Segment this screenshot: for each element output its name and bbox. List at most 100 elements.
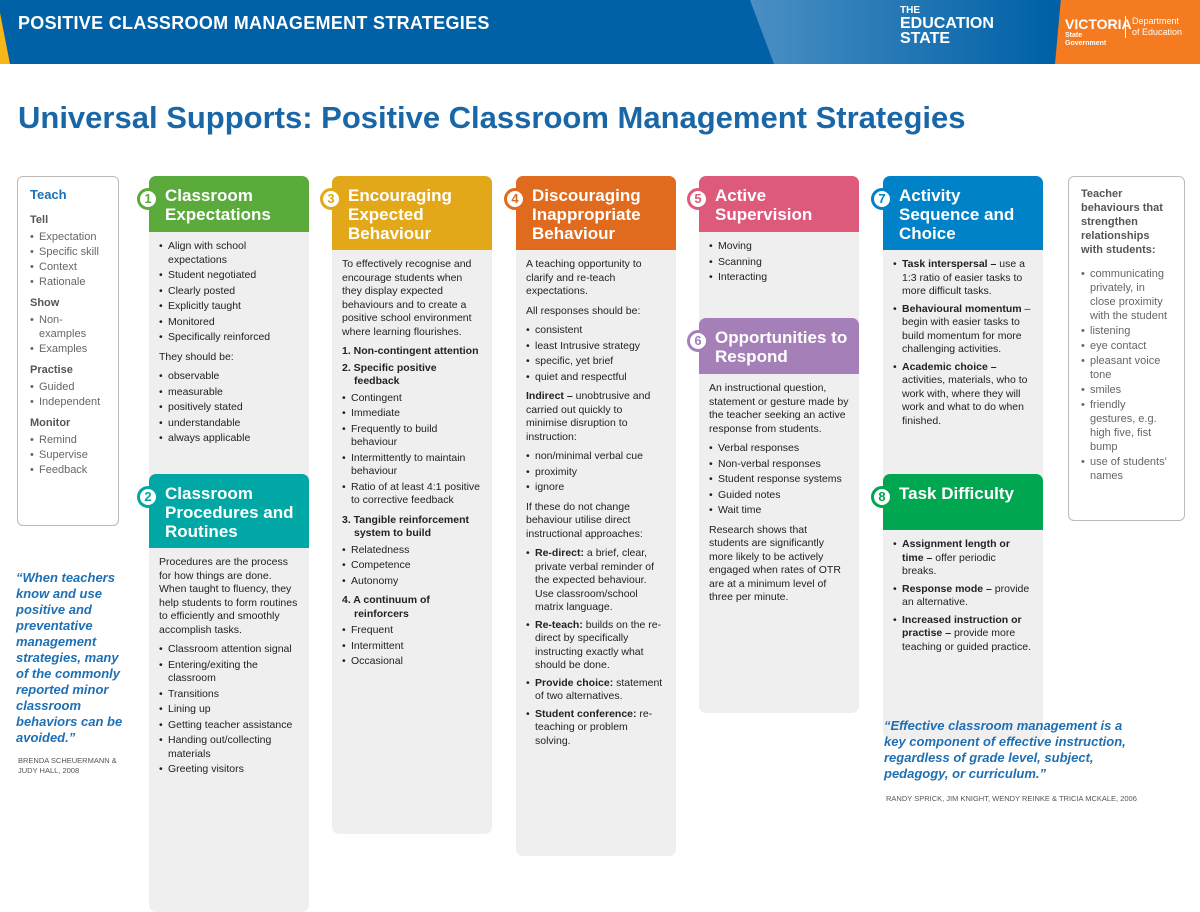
bold-lead: Academic choice – bbox=[902, 360, 997, 373]
card-body: MovingScanningInteracting bbox=[699, 232, 859, 301]
list-item: Clearly posted bbox=[159, 285, 299, 299]
banner-title: POSITIVE CLASSROOM MANAGEMENT STRATEGIES bbox=[18, 13, 490, 33]
card-number-badge: 6 bbox=[687, 330, 709, 352]
bold-lead: Increased instruction or practise – bbox=[902, 613, 1022, 640]
list-item-text: provide an alternative. bbox=[902, 582, 1030, 609]
card-list: Classroom attention signalEntering/exiti… bbox=[159, 643, 299, 777]
list-item: Relatedness bbox=[342, 544, 482, 558]
card-header: 7 Activity Sequence and Choice bbox=[871, 176, 1043, 250]
teach-item: Context bbox=[30, 260, 106, 274]
logo-education: EDUCATION bbox=[900, 15, 994, 32]
card-body: Assignment length or time – offer period… bbox=[883, 530, 1043, 670]
list-item: Specifically reinforced bbox=[159, 331, 299, 345]
teach-title: Teach bbox=[30, 187, 67, 202]
list-item: Assignment length or time – offer period… bbox=[893, 538, 1033, 579]
card-body: An instructional question, statement or … bbox=[699, 374, 859, 621]
bold-lead: Behavioural momentum bbox=[902, 302, 1022, 315]
teach-item: Independent bbox=[30, 395, 106, 409]
teach-item: Feedback bbox=[30, 463, 106, 477]
numbered-strategy: 2. Specific positive feedback bbox=[342, 361, 437, 388]
list-item: Getting teacher assistance bbox=[159, 719, 299, 733]
header-banner: POSITIVE CLASSROOM MANAGEMENT STRATEGIES… bbox=[0, 0, 1200, 64]
card-number-badge: 1 bbox=[137, 188, 159, 210]
strategy-card-7: 7 Activity Sequence and ChoiceTask inters… bbox=[871, 176, 1043, 533]
list-item: Competence bbox=[342, 559, 482, 573]
list-item: Wait time bbox=[709, 504, 849, 518]
card-list: consistentleast Intrusive strategyspecif… bbox=[526, 324, 666, 384]
strategy-card-6: 6 Opportunities to Respond An instructiona… bbox=[687, 318, 859, 713]
card-title: Active Supervision bbox=[715, 186, 813, 224]
bold-lead: Re-direct: bbox=[535, 547, 585, 559]
card-paragraph: If these do not change behaviour utilise… bbox=[526, 500, 643, 540]
list-item: always applicable bbox=[159, 432, 299, 446]
list-item-text: provide more teaching or guided practice… bbox=[902, 627, 1031, 653]
list-item: Re-direct: a brief, clear, private verba… bbox=[526, 547, 666, 615]
teach-item: Remind bbox=[30, 433, 106, 447]
card-title: Activity Sequence and Choice bbox=[899, 186, 1015, 243]
teach-item: Examples bbox=[30, 342, 106, 356]
list-item: Lining up bbox=[159, 703, 299, 717]
quote-citation-1: BRENDA SCHEUERMANN & JUDY HALL, 2008 bbox=[18, 756, 117, 775]
numbered-strategy: 3. Tangible reinforcement system to buil… bbox=[342, 513, 469, 540]
list-item-text: statement of two alternatives. bbox=[535, 676, 663, 703]
logo-dept-1: Department bbox=[1132, 16, 1180, 26]
list-item: Contingent bbox=[342, 392, 482, 406]
bold-lead: Assignment length or time – bbox=[902, 538, 1010, 564]
list-item: Re-teach: builds on the re-direct by spe… bbox=[526, 619, 666, 673]
bold-lead: Provide choice: bbox=[535, 676, 614, 689]
teach-group-list: RemindSuperviseFeedback bbox=[30, 433, 106, 477]
list-item: measurable bbox=[159, 386, 299, 400]
teach-item: Expectation bbox=[30, 230, 106, 244]
list-item-text: offer periodic breaks. bbox=[902, 551, 996, 578]
card-paragraph: An instructional question, statement or … bbox=[709, 382, 849, 435]
card-body: To effectively recognise and encourage s… bbox=[332, 250, 492, 685]
list-item: Intermittent bbox=[342, 640, 482, 654]
list-item: Explicitly taught bbox=[159, 300, 299, 314]
teach-item: Specific skill bbox=[30, 245, 106, 259]
list-item: Immediate bbox=[342, 407, 482, 421]
logo-state: STATE bbox=[900, 30, 951, 47]
card-number-badge: 5 bbox=[687, 188, 709, 210]
logo-the: THE bbox=[900, 5, 920, 16]
list-item: Increased instruction or practise – prov… bbox=[893, 614, 1033, 655]
teach-group-label: Show bbox=[30, 297, 60, 309]
list-item: Academic choice – activities, materials,… bbox=[893, 361, 1033, 429]
teach-item: Guided bbox=[30, 380, 106, 394]
teach-group-label: Practise bbox=[30, 364, 73, 376]
card-paragraph: Research shows that students are signifi… bbox=[709, 523, 841, 604]
list-item: Frequent bbox=[342, 624, 482, 638]
card-title: Classroom Procedures and Routines bbox=[165, 484, 294, 541]
list-item: Classroom attention signal bbox=[159, 643, 299, 657]
list-item: specific, yet brief bbox=[526, 355, 666, 369]
banner-gradient bbox=[750, 0, 1050, 64]
list-item-text: activities, materials, who to work with,… bbox=[902, 374, 1028, 427]
card-title: Opportunities to Respond bbox=[715, 328, 848, 366]
list-item: Frequently to build behaviour bbox=[342, 423, 482, 450]
card-list: RelatednessCompetenceAutonomy bbox=[342, 544, 482, 589]
card-paragraph: All responses should be: bbox=[526, 304, 641, 317]
list-item: Provide choice: statement of two alterna… bbox=[526, 677, 666, 704]
card-number-badge: 7 bbox=[871, 188, 893, 210]
card-list: Task interspersal – use a 1:3 ratio of e… bbox=[893, 258, 1033, 428]
card-body: Task interspersal – use a 1:3 ratio of e… bbox=[883, 250, 1043, 444]
list-item: Verbal responses bbox=[709, 442, 849, 456]
list-item: Student response systems bbox=[709, 473, 849, 487]
bold-lead: Re-teach: bbox=[535, 618, 583, 631]
card-list: MovingScanningInteracting bbox=[709, 240, 849, 285]
list-item: Entering/exiting the classroom bbox=[159, 659, 299, 686]
card-list: observablemeasurablepositively statedund… bbox=[159, 370, 299, 446]
list-item: understandable bbox=[159, 417, 299, 431]
list-item: Scanning bbox=[709, 256, 849, 270]
card-body: Align with school expectationsStudent ne… bbox=[149, 232, 309, 462]
list-item: non/minimal verbal cue bbox=[526, 450, 666, 464]
list-item-text: re-teaching or problem solving. bbox=[535, 707, 653, 747]
paragraph-text: unobtrusive and carried out quickly to m… bbox=[526, 390, 651, 443]
card-number-badge: 2 bbox=[137, 486, 159, 508]
card-number-badge: 8 bbox=[871, 486, 893, 508]
relationship-item: smiles bbox=[1081, 383, 1172, 397]
